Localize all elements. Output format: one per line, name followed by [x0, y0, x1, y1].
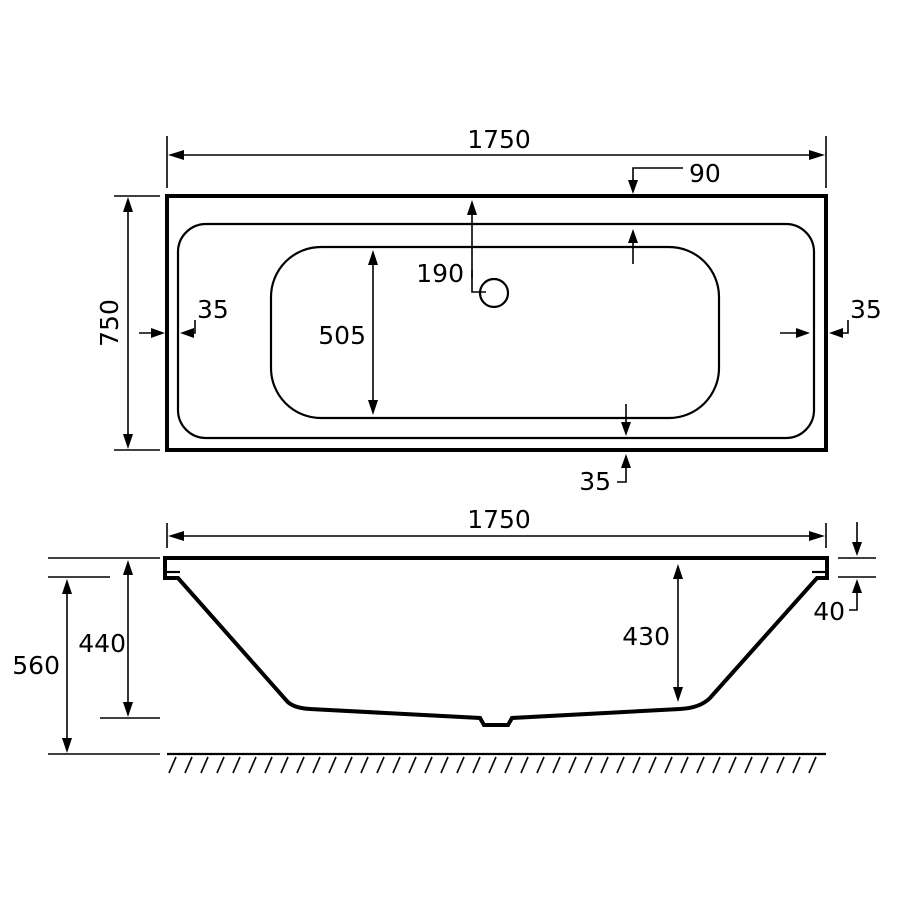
plan-width-label: 750	[95, 299, 124, 347]
hatch-mark	[616, 756, 625, 774]
bottom-rim-label: 35	[579, 467, 611, 496]
tub-height-label: 440	[78, 629, 126, 658]
hatch-mark	[632, 756, 641, 774]
hatch-mark	[488, 756, 497, 774]
hatch-mark	[744, 756, 753, 774]
hatch-mark	[456, 756, 465, 774]
hatch-mark	[584, 756, 593, 774]
hatch-mark	[296, 756, 305, 774]
hatch-mark	[280, 756, 289, 774]
hatch-mark	[536, 756, 545, 774]
plan-view: 1750 90 750 190 505 35	[95, 125, 882, 496]
hatch-mark	[552, 756, 561, 774]
hatch-mark	[520, 756, 529, 774]
hatch-mark	[392, 756, 401, 774]
hatch-mark	[696, 756, 705, 774]
total-height-label: 560	[12, 651, 60, 680]
hatch-mark	[776, 756, 785, 774]
left-rim-label: 35	[197, 295, 229, 324]
hatch-mark	[568, 756, 577, 774]
hatch-mark	[216, 756, 225, 774]
tub-profile	[163, 556, 829, 727]
rim-thickness-label: 40	[813, 597, 845, 626]
hatch-mark	[648, 756, 657, 774]
hatch-mark	[472, 756, 481, 774]
hatch-mark	[680, 756, 689, 774]
hatch-mark	[312, 756, 321, 774]
basin-outline	[269, 245, 721, 420]
side-length-label: 1750	[467, 505, 531, 534]
plan-length-label: 1750	[467, 125, 531, 154]
hatch-mark	[712, 756, 721, 774]
hatch-mark	[728, 756, 737, 774]
tub-outline-top	[165, 194, 828, 452]
hatch-mark	[760, 756, 769, 774]
hatch-mark	[200, 756, 209, 774]
hatch-mark	[344, 756, 353, 774]
hatch-mark	[264, 756, 273, 774]
side-view: 1750 430 440 560 40	[12, 505, 876, 774]
hatch-mark	[408, 756, 417, 774]
drain-offset-label: 90	[689, 159, 721, 188]
basin-width-label: 505	[318, 321, 366, 350]
hatch-mark	[504, 756, 513, 774]
hatch-mark	[232, 756, 241, 774]
hatch-mark	[248, 756, 257, 774]
floor-hatching	[168, 756, 817, 774]
hatch-mark	[792, 756, 801, 774]
hatch-mark	[376, 756, 385, 774]
hatch-mark	[424, 756, 433, 774]
hatch-mark	[600, 756, 609, 774]
rim-inner-edge	[176, 222, 816, 440]
hatch-mark	[808, 756, 817, 774]
right-rim-label: 35	[850, 295, 882, 324]
drain-icon	[478, 277, 510, 309]
hatch-mark	[664, 756, 673, 774]
hatch-mark	[440, 756, 449, 774]
hatch-mark	[328, 756, 337, 774]
hatch-mark	[168, 756, 177, 774]
hatch-mark	[184, 756, 193, 774]
hatch-mark	[360, 756, 369, 774]
inner-depth-label: 430	[622, 622, 670, 651]
drain-position-label: 190	[416, 259, 464, 288]
